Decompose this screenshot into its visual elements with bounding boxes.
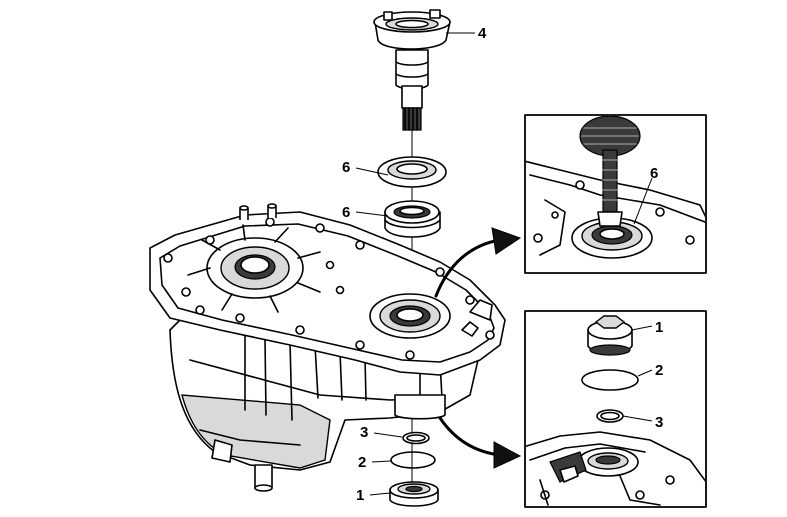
main-callouts: 4 6 6 3 2 1 <box>342 25 487 504</box>
output-shaft-part-4 <box>373 9 451 131</box>
callout-1: 1 <box>356 487 364 504</box>
callout-2: 2 <box>358 454 366 471</box>
callout-3: 3 <box>360 424 368 441</box>
flange-bolt-holes <box>163 217 495 360</box>
callout-6-lower: 6 <box>342 204 350 221</box>
snap-ring-part-3 <box>402 431 430 445</box>
seal-part-6-lower <box>384 200 441 238</box>
plug-part-1 <box>389 481 439 507</box>
inset-callout-3: 3 <box>655 414 663 431</box>
callout-4: 4 <box>478 25 487 42</box>
o-ring-part-2 <box>390 451 436 469</box>
detail-arrow-lower <box>438 416 522 469</box>
seal-part-6-upper <box>377 156 447 188</box>
inset-callout-2: 2 <box>655 362 663 379</box>
detail-inset-seal-install: 6 <box>524 114 707 274</box>
detail-arrow-upper <box>434 227 522 298</box>
inset-callout-1: 1 <box>655 319 663 336</box>
transfer-case-housing <box>149 203 506 492</box>
callout-6-upper: 6 <box>342 159 350 176</box>
inset-callout-6: 6 <box>650 165 658 182</box>
detail-inset-plug-install: 1 2 3 <box>524 310 707 508</box>
